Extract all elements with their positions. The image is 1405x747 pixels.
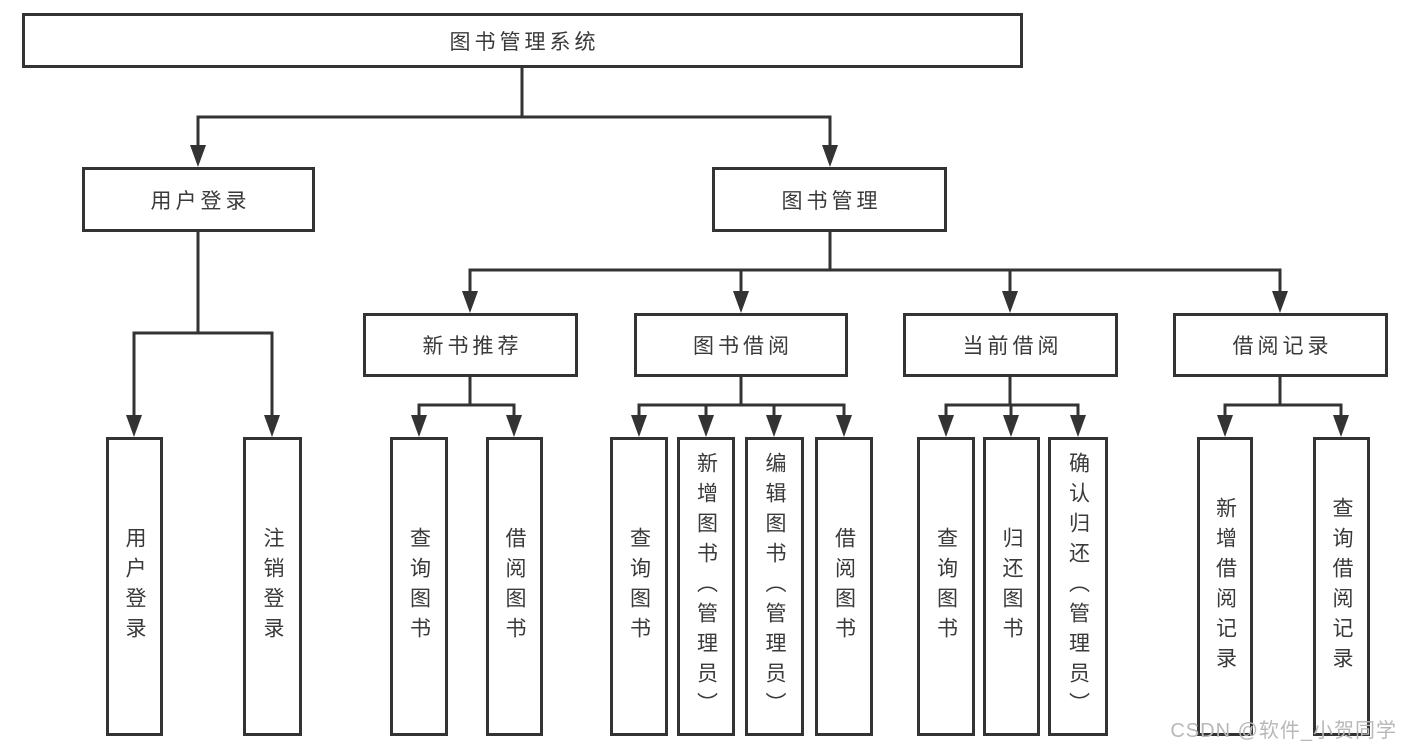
node-label: 新增图书（管理员） bbox=[694, 451, 718, 722]
node-root-system: 图书管理系统 bbox=[22, 13, 1023, 68]
leaf-borrow-borrow-books: 借阅图书 bbox=[815, 437, 873, 736]
leaf-current-confirm-return-admin: 确认归还（管理员） bbox=[1048, 437, 1108, 736]
node-label: 借阅图书 bbox=[832, 526, 856, 647]
node-current-borrow: 当前借阅 bbox=[903, 313, 1118, 377]
node-label: 查询借阅记录 bbox=[1330, 496, 1353, 677]
node-label: 图书管理 bbox=[781, 189, 882, 213]
node-label: 注销登录 bbox=[261, 526, 284, 647]
node-label: 查询图书 bbox=[934, 526, 958, 647]
leaf-current-return-books: 归还图书 bbox=[983, 437, 1040, 736]
node-label: 查询图书 bbox=[627, 526, 651, 647]
leaf-borrow-add-books-admin: 新增图书（管理员） bbox=[677, 437, 735, 736]
node-label: 借阅图书 bbox=[503, 526, 526, 647]
node-book-borrow: 图书借阅 bbox=[634, 313, 848, 377]
leaf-borrow-edit-books-admin: 编辑图书（管理员） bbox=[745, 437, 804, 736]
node-label: 用户登录 bbox=[123, 526, 146, 647]
node-user-login: 用户登录 bbox=[82, 167, 315, 232]
node-label: 图书借阅 bbox=[693, 335, 793, 358]
node-label: 借阅记录 bbox=[1232, 335, 1333, 358]
node-label: 编辑图书（管理员） bbox=[763, 451, 786, 722]
leaf-current-query-books: 查询图书 bbox=[917, 437, 975, 736]
node-book-management: 图书管理 bbox=[712, 167, 947, 232]
leaf-newbook-query-books: 查询图书 bbox=[390, 437, 448, 736]
node-label: 查询图书 bbox=[407, 526, 431, 647]
node-label: 当前借阅 bbox=[962, 335, 1063, 358]
node-label: 用户登录 bbox=[150, 189, 251, 213]
csdn-watermark: CSDN @软件_小贺同学 bbox=[1170, 720, 1397, 742]
node-label: 图书管理系统 bbox=[449, 30, 600, 54]
node-label: 归还图书 bbox=[1000, 526, 1023, 647]
leaf-newbook-borrow-books: 借阅图书 bbox=[486, 437, 543, 736]
leaf-user-login: 用户登录 bbox=[106, 437, 163, 736]
leaf-logout: 注销登录 bbox=[243, 437, 302, 736]
leaf-borrow-query-books: 查询图书 bbox=[610, 437, 668, 736]
node-label: 新书推荐 bbox=[422, 335, 523, 358]
node-borrow-records: 借阅记录 bbox=[1173, 313, 1388, 377]
node-new-book-recommend: 新书推荐 bbox=[363, 313, 578, 377]
leaf-records-query-record: 查询借阅记录 bbox=[1313, 437, 1370, 736]
leaf-records-add-record: 新增借阅记录 bbox=[1197, 437, 1253, 736]
node-label: 新增借阅记录 bbox=[1213, 496, 1237, 677]
node-label: 确认归还（管理员） bbox=[1066, 451, 1090, 722]
